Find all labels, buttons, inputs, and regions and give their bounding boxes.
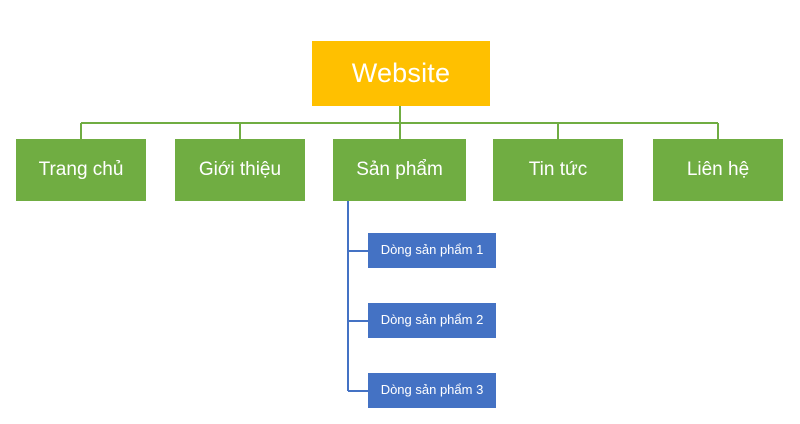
node-lien-he[interactable]: Liên hệ [653,139,783,201]
node-website[interactable]: Website [312,41,490,106]
node-dong-san-pham-1-label: Dòng sản phẩm 1 [380,242,484,258]
node-trang-chu[interactable]: Trang chủ [16,139,146,201]
blue-connector-group [347,201,368,392]
node-san-pham[interactable]: Sản phẩm [333,139,466,201]
node-gioi-thieu[interactable]: Giới thiệu [175,139,305,201]
node-dong-san-pham-3[interactable]: Dòng sản phẩm 3 [368,373,496,408]
node-lien-he-label: Liên hệ [686,158,750,180]
node-gioi-thieu-label: Giới thiệu [198,158,282,180]
node-dong-san-pham-2-label: Dòng sản phẩm 2 [380,312,484,328]
node-tin-tuc-label: Tin tức [528,158,588,180]
green-connector-group [80,106,719,139]
node-website-label: Website [351,57,451,88]
node-tin-tuc[interactable]: Tin tức [493,139,623,201]
node-trang-chu-label: Trang chủ [38,158,124,180]
node-dong-san-pham-2[interactable]: Dòng sản phẩm 2 [368,303,496,338]
node-dong-san-pham-3-label: Dòng sản phẩm 3 [380,382,484,398]
node-dong-san-pham-1[interactable]: Dòng sản phẩm 1 [368,233,496,268]
node-san-pham-label: Sản phẩm [356,158,443,180]
